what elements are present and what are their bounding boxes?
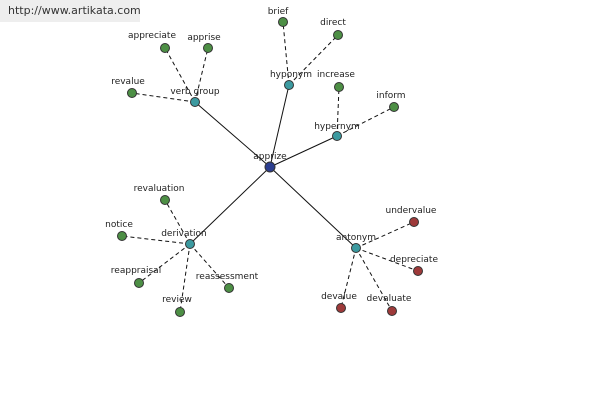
- word-label-direct[interactable]: direct: [320, 18, 346, 28]
- word-node-depreciate[interactable]: [413, 266, 423, 276]
- edge-hypernym-to-inform: [336, 106, 395, 137]
- edge-derivation-to-review: [179, 243, 191, 313]
- edge-derivation-to-reappraisal: [138, 243, 191, 284]
- word-node-devaluate[interactable]: [387, 306, 397, 316]
- word-label-revalue[interactable]: revalue: [111, 77, 145, 87]
- word-label-notice[interactable]: notice: [105, 220, 133, 230]
- word-label-appreciate[interactable]: appreciate: [128, 31, 176, 41]
- word-node-notice[interactable]: [117, 231, 127, 241]
- edge-verb-group-to-apprise: [194, 47, 209, 103]
- word-label-revaluation[interactable]: revaluation: [134, 184, 185, 194]
- relation-node-antonym[interactable]: [351, 243, 361, 253]
- edge-derivation-to-reassessment: [189, 243, 230, 289]
- word-node-inform[interactable]: [389, 102, 399, 112]
- edge-antonym-to-undervalue: [355, 221, 415, 249]
- center-node[interactable]: [264, 161, 276, 173]
- word-label-inform[interactable]: inform: [376, 91, 405, 101]
- word-node-reassessment[interactable]: [224, 283, 234, 293]
- word-node-appreciate[interactable]: [160, 43, 170, 53]
- relation-label-hyponym[interactable]: hyponym: [270, 70, 312, 80]
- relation-node-hypernym[interactable]: [332, 131, 342, 141]
- word-label-devaluate[interactable]: devaluate: [367, 294, 412, 304]
- word-node-undervalue[interactable]: [409, 217, 419, 227]
- word-label-increase[interactable]: increase: [317, 70, 355, 80]
- word-node-apprise[interactable]: [203, 43, 213, 53]
- edge-center-to-hypernym: [269, 135, 338, 168]
- word-label-undervalue[interactable]: undervalue: [386, 206, 437, 216]
- word-label-review[interactable]: review: [162, 295, 192, 305]
- word-node-revalue[interactable]: [127, 88, 137, 98]
- word-label-depreciate[interactable]: depreciate: [390, 255, 438, 265]
- relation-label-antonym[interactable]: antonym: [336, 233, 376, 243]
- source-url-label[interactable]: http://www.artikata.com: [0, 0, 141, 22]
- relation-node-derivation[interactable]: [185, 239, 195, 249]
- center-label[interactable]: apprize: [253, 152, 287, 162]
- word-node-reappraisal[interactable]: [134, 278, 144, 288]
- edge-antonym-to-devaluate: [355, 247, 393, 312]
- word-node-revaluation[interactable]: [160, 195, 170, 205]
- word-label-reassessment[interactable]: reassessment: [196, 272, 259, 282]
- word-label-brief[interactable]: brief: [268, 7, 289, 17]
- relation-node-verb-group[interactable]: [190, 97, 200, 107]
- edge-verb-group-to-revalue: [131, 92, 196, 103]
- word-label-devalue[interactable]: devalue: [321, 292, 357, 302]
- edge-center-to-derivation: [189, 166, 271, 245]
- relation-label-derivation[interactable]: derivation: [161, 229, 207, 239]
- edge-center-to-antonym: [269, 166, 357, 249]
- word-label-reappraisal[interactable]: reappraisal: [111, 266, 161, 276]
- relation-label-verb-group[interactable]: verb group: [170, 87, 220, 97]
- word-label-apprise[interactable]: apprise: [187, 33, 221, 43]
- edge-hypernym-to-increase: [336, 86, 340, 137]
- edge-derivation-to-revaluation: [164, 199, 191, 245]
- relation-node-hyponym[interactable]: [284, 80, 294, 90]
- edge-hyponym-to-brief: [282, 21, 290, 86]
- word-node-increase[interactable]: [334, 82, 344, 92]
- word-node-brief[interactable]: [278, 17, 288, 27]
- edge-verb-group-to-appreciate: [164, 47, 196, 103]
- relation-label-hypernym[interactable]: hypernym: [314, 122, 360, 132]
- edge-antonym-to-devalue: [340, 247, 357, 309]
- word-node-devalue[interactable]: [336, 303, 346, 313]
- edge-derivation-to-notice: [121, 235, 191, 245]
- edge-center-to-verb-group: [194, 101, 271, 168]
- word-node-review[interactable]: [175, 307, 185, 317]
- word-node-direct[interactable]: [333, 30, 343, 40]
- edge-center-to-hyponym: [269, 84, 290, 168]
- edge-hyponym-to-direct: [288, 34, 339, 86]
